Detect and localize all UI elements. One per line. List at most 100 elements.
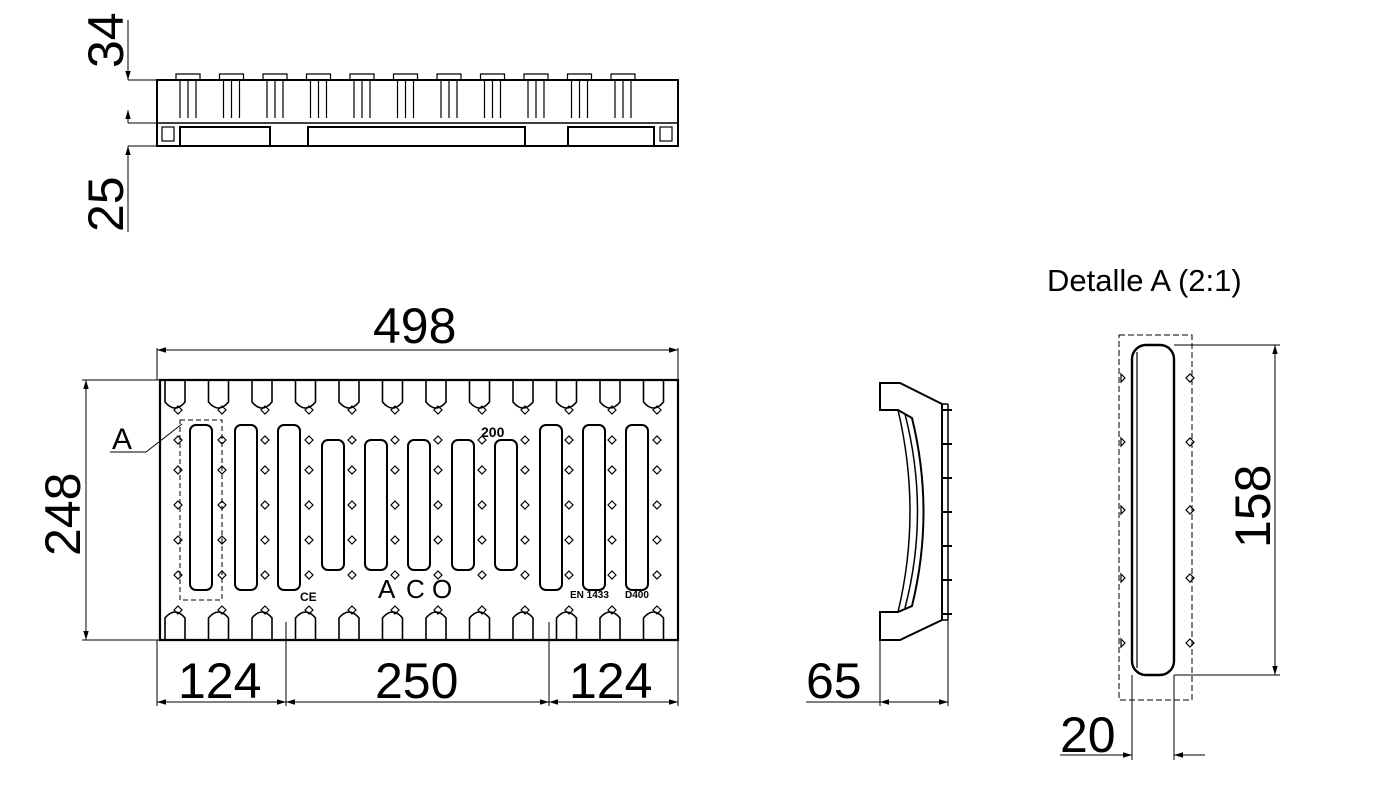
edge-tooth xyxy=(425,611,447,640)
diamond-mark xyxy=(564,535,574,545)
elevation-rib xyxy=(309,80,328,118)
dim-overall-height: 248 xyxy=(35,473,91,556)
diamond-mark xyxy=(347,465,357,475)
edge-tooth xyxy=(338,611,360,640)
brand-letter-a: A xyxy=(378,574,396,604)
diamond-mark xyxy=(260,465,270,475)
diamond-mark xyxy=(390,500,400,510)
diamond-mark xyxy=(477,570,487,580)
diamond-mark xyxy=(347,500,357,510)
diamond-mark xyxy=(652,570,662,580)
diamond-mark xyxy=(304,405,314,415)
diamond-mark xyxy=(260,435,270,445)
diamond-mark xyxy=(564,465,574,475)
detail-half-diamond xyxy=(1120,637,1126,649)
diamond-mark xyxy=(477,535,487,545)
grate-slot xyxy=(582,424,606,591)
edge-tooth xyxy=(251,380,273,409)
grate-slot xyxy=(625,424,649,591)
diamond-mark xyxy=(433,535,443,545)
elevation-rib xyxy=(222,80,241,118)
diamond-mark xyxy=(173,535,183,545)
diamond-mark xyxy=(652,465,662,475)
elevation-rib xyxy=(266,80,284,118)
detail-half-diamond xyxy=(1120,436,1126,448)
elevation-rib-top xyxy=(305,73,332,80)
elevation-rib xyxy=(527,80,545,118)
edge-tooth xyxy=(468,380,491,409)
diamond-mark xyxy=(564,435,574,445)
plan-view: 200 A C O CE EN 1433 D400 xyxy=(158,378,680,642)
diamond-mark xyxy=(652,535,662,545)
edge-tooth xyxy=(642,611,665,640)
edge-tooth xyxy=(642,380,665,409)
edge-tooth xyxy=(555,611,578,640)
elevation-rib xyxy=(179,80,197,118)
diamond-mark xyxy=(304,435,314,445)
diamond-mark xyxy=(390,465,400,475)
edge-tooth xyxy=(251,611,273,640)
edge-tooth xyxy=(599,611,621,640)
diamond-mark xyxy=(477,435,487,445)
elevation-ribs xyxy=(175,73,636,118)
diamond-mark xyxy=(173,465,183,475)
grate-diamond-marks xyxy=(173,405,662,615)
elevation-rib-top xyxy=(610,73,636,80)
diamond-mark xyxy=(390,435,400,445)
diamond-mark xyxy=(433,570,443,580)
detail-diamond xyxy=(1185,505,1195,515)
grate-slot xyxy=(277,424,301,591)
diamond-mark xyxy=(520,570,530,580)
diamond-mark xyxy=(304,535,314,545)
diamond-mark xyxy=(607,500,617,510)
elevation-rib xyxy=(614,80,632,118)
elevation-rib-top xyxy=(175,73,201,80)
diamond-mark xyxy=(260,605,270,615)
diamond-mark xyxy=(607,570,617,580)
diamond-mark xyxy=(260,535,270,545)
diamond-mark xyxy=(607,405,617,415)
grate-slots xyxy=(189,424,649,591)
diamond-mark xyxy=(564,605,574,615)
diamond-mark xyxy=(260,405,270,415)
diamond-mark xyxy=(347,405,357,415)
elevation-rib-top xyxy=(392,73,419,80)
diamond-mark xyxy=(173,570,183,580)
edge-tooth xyxy=(381,380,404,409)
grate-slot xyxy=(451,439,475,571)
top-elevation-view xyxy=(156,73,679,147)
diamond-mark xyxy=(347,535,357,545)
dim-top-height: 34 xyxy=(78,12,134,68)
dim-bottom-height: 25 xyxy=(78,176,134,232)
grate-slot xyxy=(494,439,518,571)
elevation-rib xyxy=(396,80,415,118)
diamond-mark xyxy=(564,570,574,580)
dim-detail-length: 158 xyxy=(1225,465,1281,548)
elevation-rib xyxy=(483,80,502,118)
diamond-mark xyxy=(304,570,314,580)
detail-diamond xyxy=(1185,437,1195,447)
dim-middle-segment: 250 xyxy=(375,653,458,709)
edge-tooth xyxy=(207,611,230,640)
grate-slot xyxy=(234,424,258,591)
edge-tooth xyxy=(164,380,186,409)
edge-tooth xyxy=(512,611,534,640)
elevation-rib-top xyxy=(479,73,506,80)
diamond-mark xyxy=(173,435,183,445)
diamond-mark xyxy=(304,465,314,475)
diamond-mark xyxy=(390,535,400,545)
diamond-mark xyxy=(347,570,357,580)
diamond-mark xyxy=(652,405,662,415)
grate-slot xyxy=(539,424,563,591)
edge-tooth xyxy=(294,611,317,640)
detail-half-diamond xyxy=(1120,372,1126,384)
diamond-mark xyxy=(390,405,400,415)
diamond-mark xyxy=(347,605,357,615)
standard-label: EN 1433 xyxy=(570,590,609,601)
elevation-rib-top xyxy=(436,73,462,80)
edge-tooth xyxy=(338,380,360,409)
diamond-mark xyxy=(433,500,443,510)
detail-diamond xyxy=(1185,573,1195,583)
diamond-mark xyxy=(304,605,314,615)
diamond-mark xyxy=(652,500,662,510)
